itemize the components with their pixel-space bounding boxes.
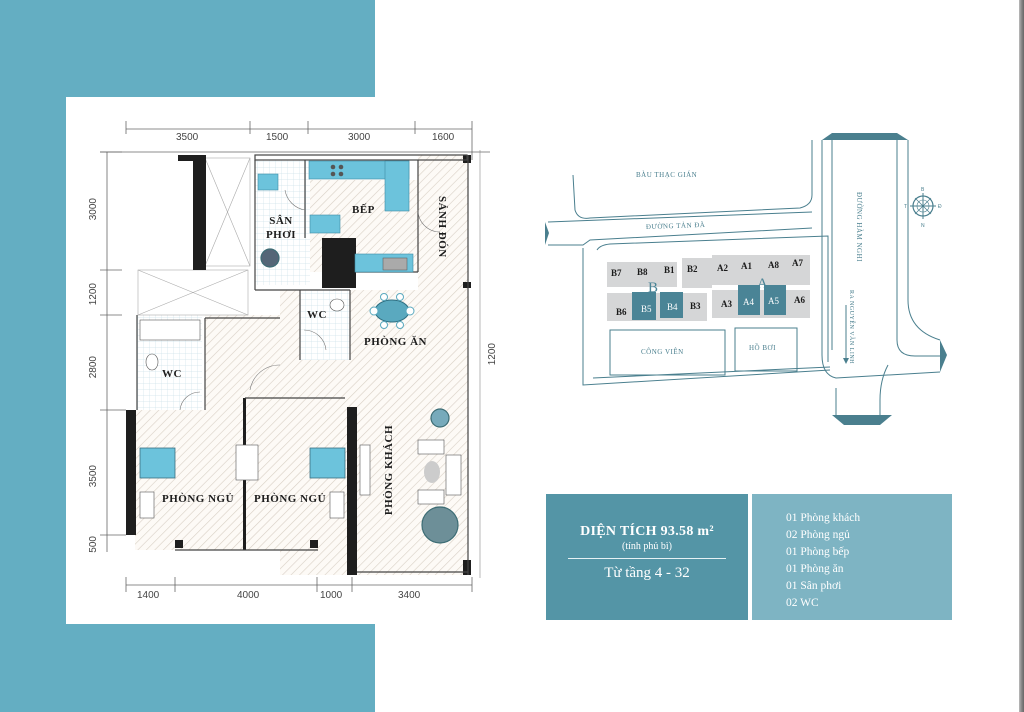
feature-item: 01 Phòng ăn <box>786 563 844 575</box>
block-b8: B8 <box>637 267 648 277</box>
room-label-phong-ngu-2: PHÒNG NGỦ <box>254 493 327 505</box>
block-a3: A3 <box>721 299 732 309</box>
room-label-phong-an: PHÒNG ĂN <box>364 336 427 348</box>
block-b1: B1 <box>664 265 675 275</box>
block-a5: A5 <box>768 296 779 306</box>
room-label-wc-1: WC <box>307 309 327 321</box>
block-b5: B5 <box>641 304 652 314</box>
room-label-phong-ngu-1: PHÒNG NGỦ <box>162 493 235 505</box>
svg-text:N: N <box>921 223 925 229</box>
room-features-panel: 01 Phòng khách 02 Phòng ngủ 01 Phòng bếp… <box>752 494 952 620</box>
divider <box>568 558 726 559</box>
site-label-street-right: ĐƯỜNG HÀM NGHI <box>855 192 863 262</box>
floor-range: Từ tầng 4 - 32 <box>604 565 690 581</box>
dim-bottom-4: 3400 <box>398 590 421 601</box>
block-b3: B3 <box>690 301 701 311</box>
dimension-lines-left <box>100 151 126 552</box>
block-a8: A8 <box>768 260 779 270</box>
block-a1: A1 <box>741 261 752 271</box>
block-b7: B7 <box>611 268 622 278</box>
room-label-wc-2: WC <box>162 368 182 380</box>
site-label-lake: BÀU THẠC GIÁN <box>636 171 697 179</box>
site-label-street-top: ĐƯỜNG TẢN ĐÀ <box>646 221 706 231</box>
teal-background-bottom <box>0 624 375 712</box>
compass-icon: B T Đ N <box>904 187 942 229</box>
teal-background-left <box>0 0 66 712</box>
dimension-lines-bottom <box>125 577 473 592</box>
svg-text:T: T <box>904 204 907 210</box>
site-label-direction: RA NGUYỄN VĂN LINH <box>848 290 856 364</box>
area-note: (tính phủ bì) <box>622 541 672 552</box>
site-label-park: CÔNG VIÊN <box>641 348 684 356</box>
block-b6: B6 <box>616 307 627 317</box>
dim-bottom-1: 1400 <box>137 590 160 601</box>
dim-top-1: 3500 <box>176 132 199 143</box>
site-label-pool: HỒ BƠI <box>749 344 776 352</box>
tower-label-a: A <box>757 276 768 292</box>
area-label: DIỆN TÍCH 93.58 m² <box>580 524 714 539</box>
room-label-sanh-don: SẢNH ĐÓN <box>436 196 448 258</box>
room-label-bep: BẾP <box>352 204 375 216</box>
dim-top-2: 1500 <box>266 132 289 143</box>
plant-decor <box>260 248 459 544</box>
block-a7: A7 <box>792 258 803 268</box>
dim-bottom-2: 4000 <box>237 590 260 601</box>
feature-item: 02 Phòng ngủ <box>786 529 850 541</box>
block-b2: B2 <box>687 264 698 274</box>
feature-item: 01 Sân phơi <box>786 580 842 592</box>
feature-item: 01 Phòng khách <box>786 512 861 524</box>
block-a6: A6 <box>794 295 805 305</box>
tower-label-b: B <box>648 280 658 296</box>
feature-item: 01 Phòng bếp <box>786 546 850 558</box>
dimension-lines-top <box>100 121 490 160</box>
dim-top-4: 1600 <box>432 132 455 143</box>
block-b4: B4 <box>667 302 678 312</box>
room-features-list: 01 Phòng khách 02 Phòng ngủ 01 Phòng bếp… <box>786 510 952 612</box>
dining-table <box>369 293 415 329</box>
area-info-panel: DIỆN TÍCH 93.58 m² (tính phủ bì) Từ tầng… <box>546 494 748 620</box>
dim-top-3: 3000 <box>348 132 371 143</box>
svg-text:Đ: Đ <box>938 204 942 210</box>
svg-text:B: B <box>921 187 925 193</box>
page-edge <box>1019 0 1024 712</box>
block-a4: A4 <box>743 297 754 307</box>
block-a2: A2 <box>717 263 728 273</box>
room-label-san-phoi: SÂN PHƠI <box>265 215 297 241</box>
dim-bottom-3: 1000 <box>320 590 343 601</box>
feature-item: 02 WC <box>786 597 819 609</box>
